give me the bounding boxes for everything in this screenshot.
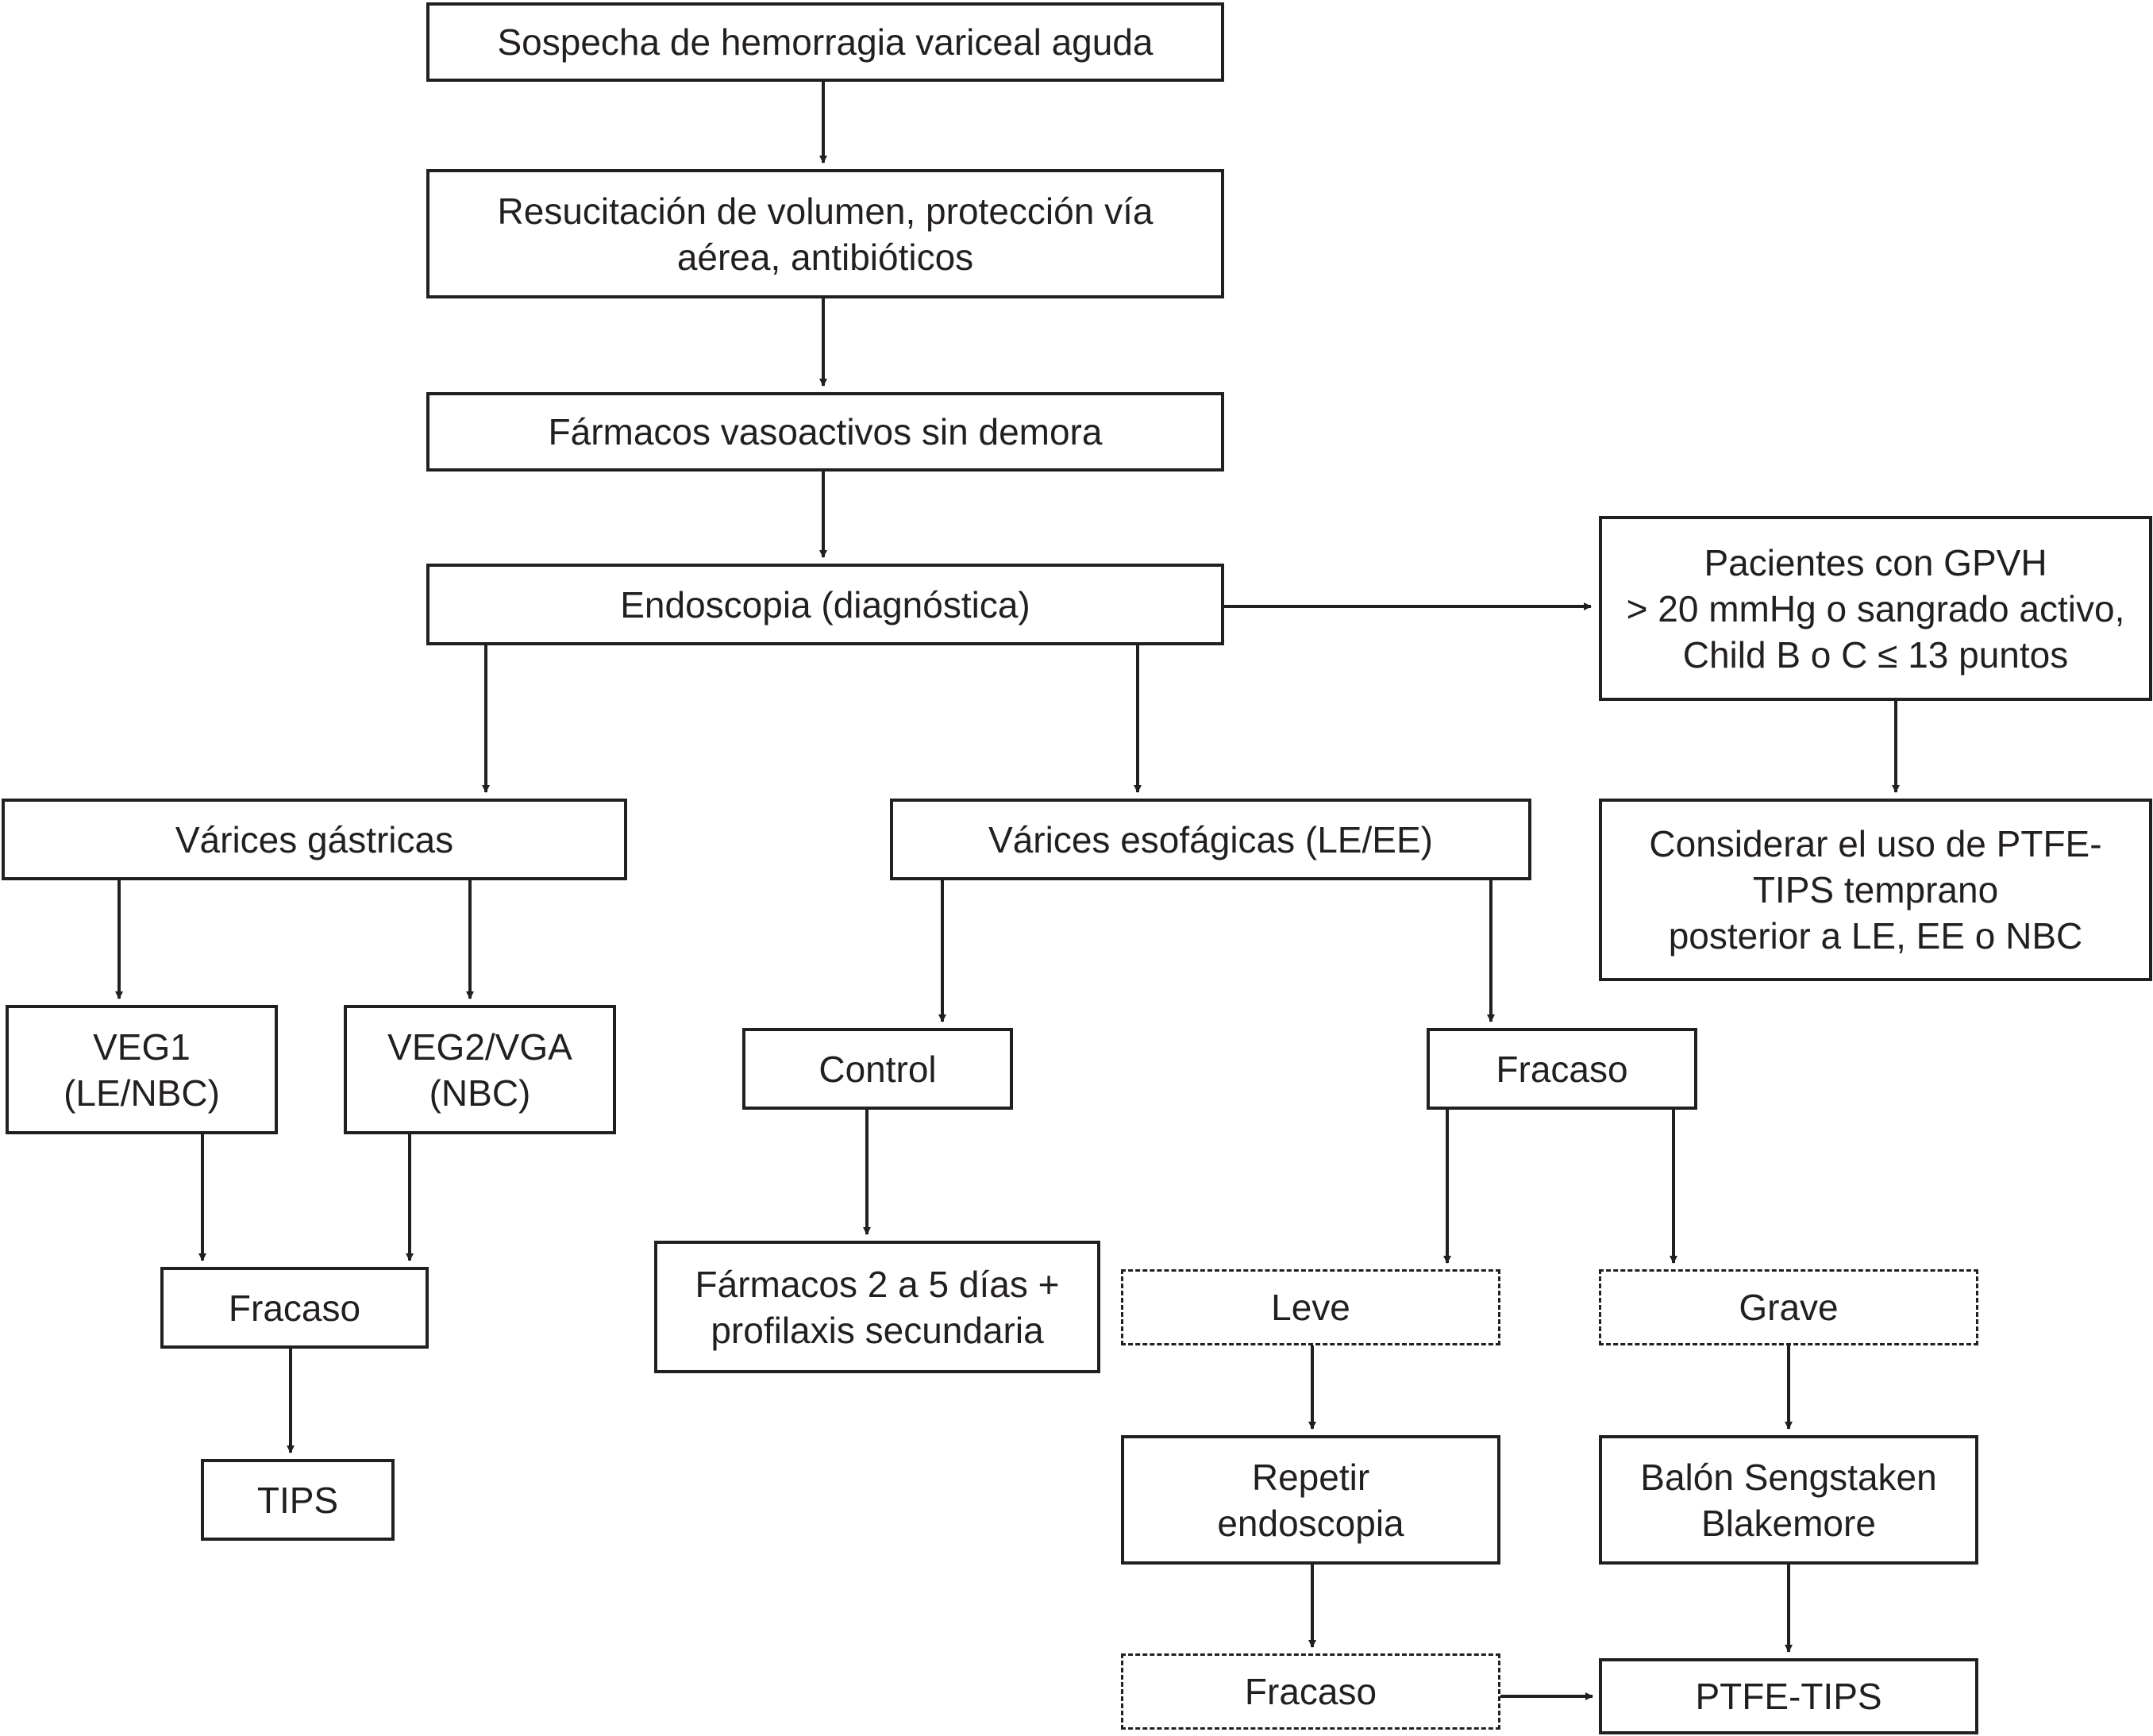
node-leve: Leve (1121, 1269, 1500, 1345)
node-leve-label: Leve (1271, 1287, 1350, 1328)
node-fracaso-final: Fracaso (1121, 1653, 1500, 1730)
node-veg1: VEG1 (LE/NBC) (6, 1005, 278, 1134)
node-balon-sengstaken-label: Balón Sengstaken Blakemore (1640, 1456, 1937, 1544)
node-farmacos-vasoactivos: Fármacos vasoactivos sin demora (426, 392, 1224, 472)
node-veg1-label: VEG1 (LE/NBC) (64, 1026, 220, 1114)
node-farmacos-vasoactivos-label: Fármacos vasoactivos sin demora (548, 411, 1103, 452)
node-pacientes-gpvh: Pacientes con GPVH > 20 mmHg o sangrado … (1599, 516, 2152, 701)
node-varices-esofagicas: Várices esofágicas (LE/EE) (890, 799, 1531, 880)
node-fracaso-esofagicas-label: Fracaso (1496, 1048, 1628, 1090)
node-endoscopia: Endoscopia (diagnóstica) (426, 564, 1224, 645)
node-varices-gastricas: Várices gástricas (2, 799, 627, 880)
node-ptfe-tips: PTFE-TIPS (1599, 1658, 1978, 1734)
node-grave-label: Grave (1739, 1287, 1839, 1328)
node-varices-gastricas-label: Várices gástricas (175, 818, 454, 860)
node-farmacos-profilaxis: Fármacos 2 a 5 días + profilaxis secunda… (654, 1241, 1100, 1373)
node-tips-label: TIPS (256, 1479, 339, 1521)
node-resucitacion-label: Resucitación de volumen, protección vía … (497, 190, 1154, 278)
node-ptfe-tips-label: PTFE-TIPS (1695, 1676, 1882, 1717)
node-sospecha: Sospecha de hemorragia variceal aguda (426, 2, 1224, 82)
node-varices-esofagicas-label: Várices esofágicas (LE/EE) (988, 818, 1433, 860)
node-grave: Grave (1599, 1269, 1978, 1345)
node-endoscopia-label: Endoscopia (diagnóstica) (620, 583, 1030, 625)
node-control: Control (742, 1028, 1013, 1110)
node-repetir-endoscopia: Repetir endoscopia (1121, 1435, 1500, 1565)
node-fracaso-gastricas: Fracaso (160, 1267, 429, 1349)
node-farmacos-profilaxis-label: Fármacos 2 a 5 días + profilaxis secunda… (695, 1263, 1060, 1351)
node-fracaso-gastricas-label: Fracaso (228, 1287, 361, 1329)
node-fracaso-esofagicas: Fracaso (1427, 1028, 1697, 1110)
node-sospecha-label: Sospecha de hemorragia variceal aguda (497, 21, 1154, 63)
node-considerar-tips: Considerar el uso de PTFE- TIPS temprano… (1599, 799, 2152, 981)
node-fracaso-final-label: Fracaso (1244, 1671, 1377, 1712)
node-considerar-tips-label: Considerar el uso de PTFE- TIPS temprano… (1649, 823, 2102, 957)
node-veg2-vga: VEG2/VGA (NBC) (344, 1005, 616, 1134)
node-balon-sengstaken: Balón Sengstaken Blakemore (1599, 1435, 1978, 1565)
node-tips: TIPS (201, 1459, 395, 1541)
node-control-label: Control (818, 1048, 937, 1090)
node-repetir-endoscopia-label: Repetir endoscopia (1217, 1456, 1404, 1544)
node-veg2-vga-label: VEG2/VGA (NBC) (387, 1026, 572, 1114)
node-resucitacion: Resucitación de volumen, protección vía … (426, 169, 1224, 298)
node-pacientes-gpvh-label: Pacientes con GPVH > 20 mmHg o sangrado … (1626, 541, 2125, 676)
